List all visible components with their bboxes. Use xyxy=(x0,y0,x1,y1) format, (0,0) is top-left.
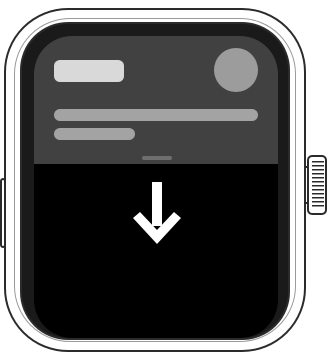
app-icon xyxy=(214,48,258,92)
crown-ridges xyxy=(312,161,324,209)
notification-text-line-placeholder xyxy=(54,128,135,140)
notification-card[interactable] xyxy=(34,36,278,164)
notification-title-placeholder xyxy=(54,60,124,82)
down-arrow-icon xyxy=(131,182,183,248)
digital-crown[interactable] xyxy=(307,155,327,215)
drag-handle[interactable] xyxy=(142,156,172,160)
watch-screen[interactable] xyxy=(34,36,278,338)
notification-text-line-placeholder xyxy=(54,109,258,121)
